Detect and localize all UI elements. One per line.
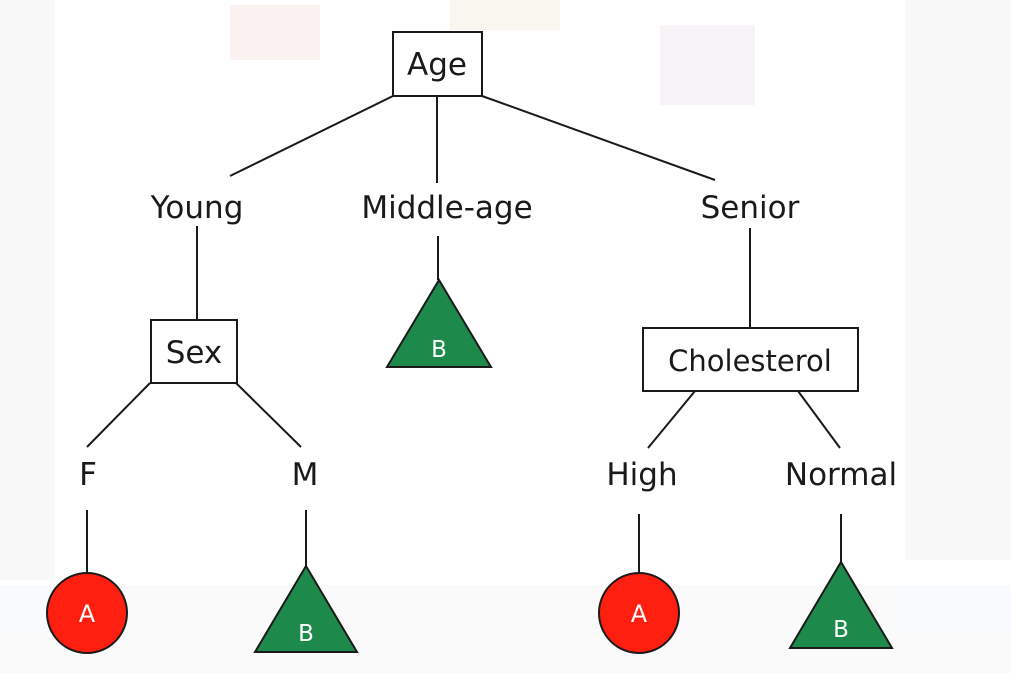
node-label-cholesterol: Cholesterol	[668, 344, 832, 378]
leaf-middle-age: B	[385, 278, 493, 368]
node-box	[642, 327, 859, 392]
branch-label-middle-age: Middle-age	[361, 190, 532, 226]
branch-labels: Young Middle-age Senior F M High Normal	[79, 190, 897, 493]
leaf-circle-a	[46, 572, 128, 654]
branch-label-f: F	[79, 457, 97, 493]
node-box	[150, 319, 238, 384]
branch-label-m: M	[292, 457, 319, 493]
edge-chol-high	[647, 390, 696, 449]
branch-label-high: High	[606, 457, 677, 493]
bg-patch	[660, 25, 755, 105]
node-age: Age	[392, 31, 483, 97]
leaf-triangle-b	[253, 564, 359, 653]
connectors	[86, 95, 842, 575]
leaf-m: B	[253, 564, 359, 653]
leaf-label: A	[631, 600, 648, 628]
branch-label-normal: Normal	[785, 457, 897, 493]
bg-patch	[450, 0, 560, 30]
branch-label-senior: Senior	[701, 190, 800, 226]
bg-patch	[0, 0, 55, 580]
leaf-high: A	[598, 572, 680, 654]
edge-sex-m	[235, 382, 302, 448]
leaf-label: B	[431, 337, 447, 363]
leaf-label: B	[298, 621, 314, 647]
leaf-f: A	[46, 572, 128, 654]
edge-chol-normal	[797, 390, 841, 449]
node-cholesterol: Cholesterol	[642, 327, 859, 392]
leaf-circle-a	[598, 572, 680, 654]
edge-age-young	[229, 95, 394, 177]
leaf-label: B	[833, 617, 849, 643]
leaf-triangle-b	[385, 278, 493, 368]
edge-sex-f	[86, 382, 151, 448]
leaf-triangle-b	[788, 560, 894, 649]
node-sex: Sex	[150, 319, 238, 384]
bg-patch	[230, 5, 320, 60]
node-box	[392, 31, 483, 97]
branch-label-young: Young	[150, 190, 244, 226]
bg-patch	[905, 0, 1011, 560]
leaf-label: A	[79, 600, 96, 628]
edge-age-senior	[481, 95, 716, 181]
leaf-normal: B	[788, 560, 894, 649]
node-label-age: Age	[407, 47, 467, 83]
node-label-sex: Sex	[166, 335, 223, 371]
